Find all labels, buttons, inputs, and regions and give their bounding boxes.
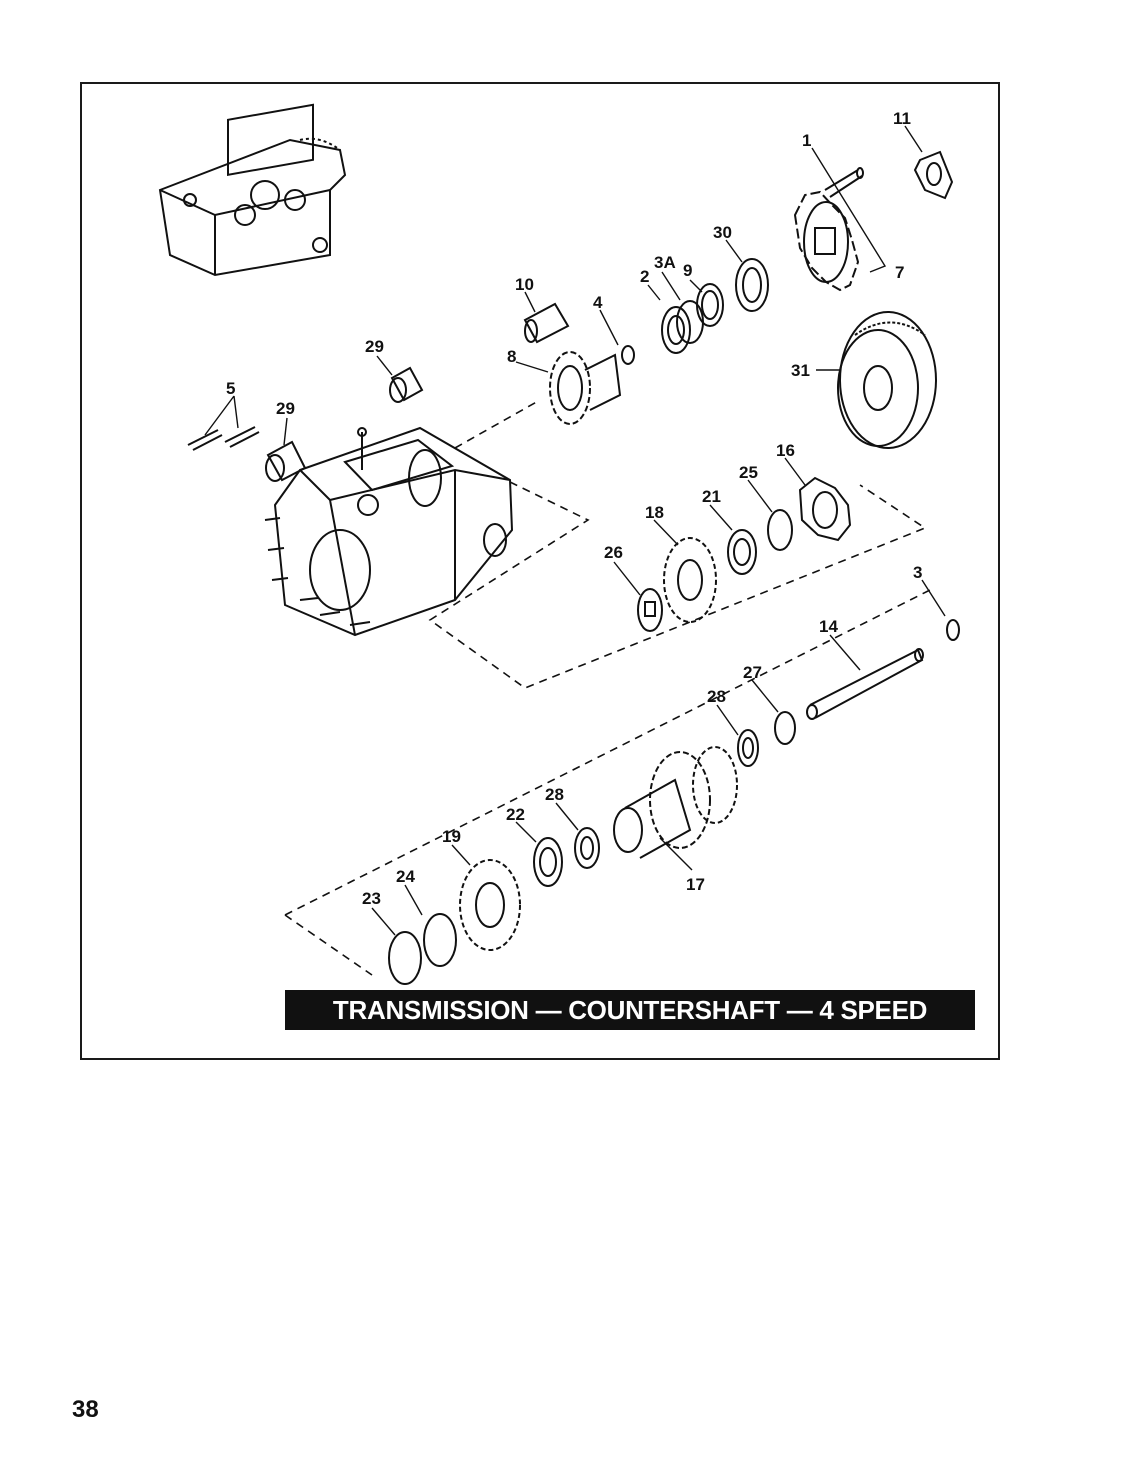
part-11-nut — [913, 150, 954, 200]
callout-23: 23 — [362, 889, 381, 908]
part-30-seal — [735, 258, 769, 312]
part-2-bearing — [661, 300, 704, 354]
part-8-gear — [549, 351, 622, 425]
callout-27: 27 — [743, 663, 762, 682]
assembled-transmission-illustration — [158, 103, 347, 277]
part-22-washer — [533, 837, 563, 887]
callout-30: 30 — [713, 223, 732, 242]
callout-24: 24 — [396, 867, 415, 886]
callout-28-lower: 28 — [545, 785, 564, 804]
callout-21: 21 — [702, 487, 721, 506]
callout-18: 18 — [645, 503, 664, 522]
alignment-lines — [284, 399, 931, 976]
part-18-gear — [663, 537, 717, 623]
transmission-case-illustration — [264, 426, 514, 637]
part-24-ring — [423, 913, 457, 967]
part-1-stud — [824, 167, 864, 198]
callout-2: 2 — [640, 267, 649, 286]
part-5-dowels — [187, 426, 260, 451]
part-29-bushing-upper — [389, 366, 424, 403]
part-29-bushing-lower — [265, 440, 307, 482]
callout-11: 11 — [893, 109, 911, 128]
part-28-bearing-upper — [737, 729, 759, 767]
part-31-pulley — [837, 311, 937, 449]
callout-8: 8 — [507, 347, 516, 366]
callout-3A: 3A — [654, 253, 676, 272]
callout-29-lower: 29 — [276, 399, 295, 418]
diagram-frame — [80, 82, 1000, 1060]
part-25-ring — [767, 509, 793, 551]
part-23-ring — [388, 931, 422, 985]
callout-28-upper: 28 — [707, 687, 726, 706]
callout-3: 3 — [913, 563, 922, 582]
part-4-ring — [621, 345, 635, 365]
page-number: 38 — [72, 1396, 99, 1423]
diagram-title: TRANSMISSION — COUNTERSHAFT — 4 SPEED — [332, 994, 928, 1025]
callout-29-upper: 29 — [365, 337, 384, 356]
callout-14: 14 — [819, 617, 838, 636]
callout-9: 9 — [683, 261, 692, 280]
callout-16: 16 — [776, 441, 795, 460]
callout-19: 19 — [442, 827, 461, 846]
diagram-title-bar: TRANSMISSION — COUNTERSHAFT — 4 SPEED — [285, 990, 975, 1030]
part-7-sprocket — [793, 190, 860, 292]
callout-7: 7 — [895, 263, 904, 282]
callout-4: 4 — [593, 293, 603, 312]
leader-lines — [204, 125, 946, 936]
part-14-shaft — [806, 648, 924, 720]
callout-26: 26 — [604, 543, 623, 562]
callout-10: 10 — [515, 275, 534, 294]
part-27-ring — [774, 711, 796, 745]
callout-17: 17 — [686, 875, 705, 894]
part-26-washer — [637, 588, 663, 632]
part-21-washer — [727, 529, 757, 575]
callout-labels: 11 1 30 7 3A 9 2 10 4 8 29 5 29 31 16 25… — [226, 109, 922, 908]
part-28-bearing-lower — [574, 827, 600, 869]
part-16-clutch — [798, 476, 852, 542]
part-10-sleeve — [523, 302, 570, 344]
callout-22: 22 — [506, 805, 525, 824]
part-3-ring — [946, 619, 960, 641]
callout-31: 31 — [791, 361, 810, 380]
part-19-gear — [459, 859, 521, 951]
callout-25: 25 — [739, 463, 758, 482]
part-17-cluster-gear — [613, 746, 738, 859]
callout-5: 5 — [226, 379, 235, 398]
callout-1: 1 — [802, 131, 811, 150]
